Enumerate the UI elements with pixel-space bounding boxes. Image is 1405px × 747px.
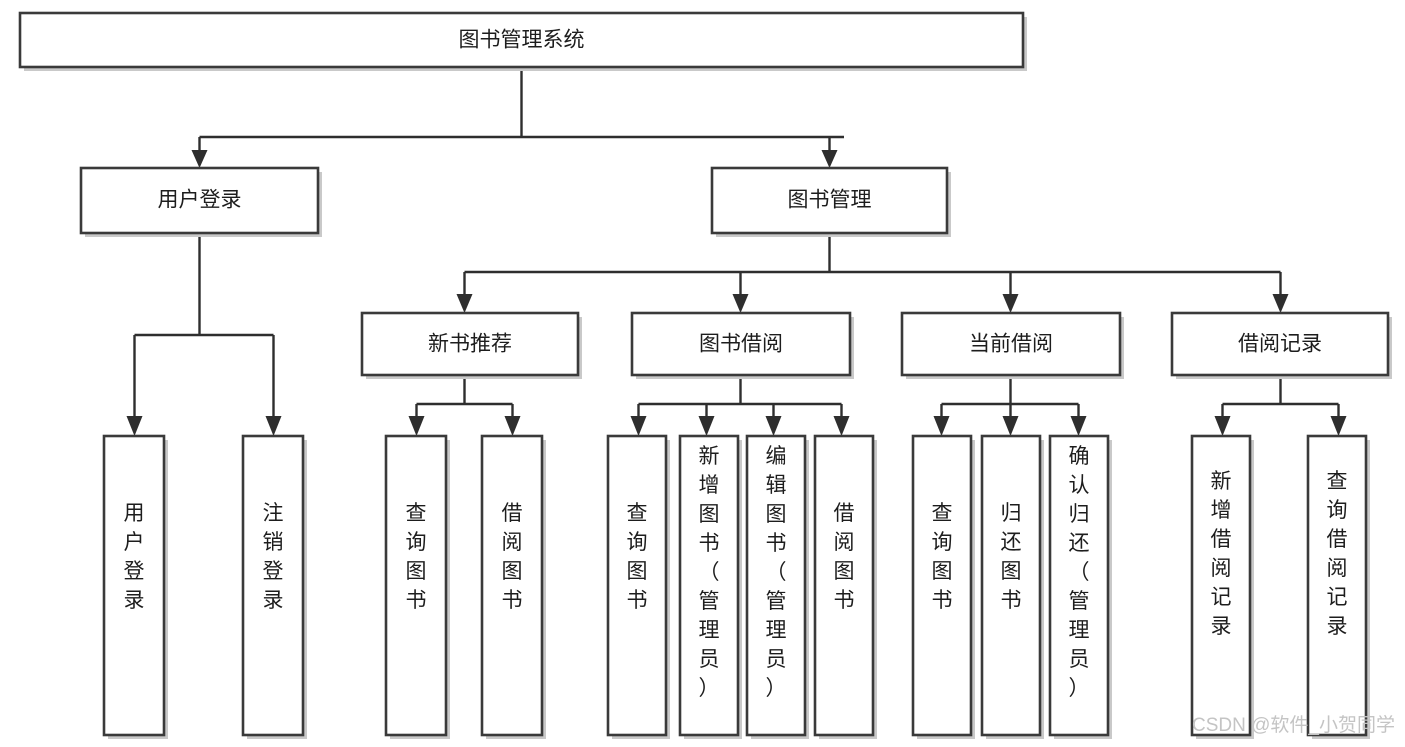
node-user-login-box[interactable] — [79, 166, 320, 235]
node-leaf-user-logout[interactable]: 注销登录 — [241, 434, 307, 739]
node-book-manage-label: 图书管理 — [788, 189, 872, 212]
node-leaf-borrow-book-1-box[interactable] — [480, 434, 544, 737]
node-leaf-borrow-book-1-label: 借阅图书 — [502, 502, 523, 612]
node-leaf-query-record-box[interactable] — [1306, 434, 1368, 737]
arrow-leaf-borrow-book-2 — [833, 416, 850, 436]
csdn-watermark: CSDN @软件_小贺同学 — [1192, 714, 1395, 736]
node-leaf-add-record[interactable]: 新增借阅记录 — [1190, 434, 1254, 739]
node-new-book-recommend-box[interactable] — [360, 311, 580, 377]
node-leaf-edit-book[interactable]: 编辑图书（管理员） — [745, 434, 809, 739]
node-leaf-query-book-3[interactable]: 查询图书 — [911, 434, 975, 739]
node-leaf-query-book-1[interactable]: 查询图书 — [384, 434, 450, 739]
arrow-leaf-add-record — [1214, 416, 1231, 436]
connector-layer — [126, 67, 1347, 436]
node-leaf-query-book-3-label: 查询图书 — [932, 502, 953, 612]
arrow-leaf-query-book-1 — [408, 416, 425, 436]
node-leaf-confirm-return[interactable]: 确认归还（管理员） — [1048, 434, 1112, 739]
arrow-to-book-manage — [821, 150, 838, 168]
arrow-to-new-book-recommend — [456, 294, 473, 313]
node-leaf-user-login-label: 用户登录 — [124, 502, 145, 612]
node-leaf-query-book-3-box[interactable] — [911, 434, 973, 737]
arrow-to-book-borrow — [732, 294, 749, 313]
node-leaf-add-book-label: 新增图书（管理员） — [699, 445, 720, 700]
node-leaf-user-login[interactable]: 用户登录 — [102, 434, 168, 739]
node-leaf-user-logout-label: 注销登录 — [263, 502, 284, 612]
node-leaf-query-book-1-box[interactable] — [384, 434, 448, 737]
node-book-manage-box[interactable] — [710, 166, 949, 235]
node-leaf-query-book-2-box[interactable] — [606, 434, 668, 737]
arrow-leaf-query-book-2 — [630, 416, 647, 436]
node-new-book-recommend-label: 新书推荐 — [428, 333, 512, 356]
node-borrow-record-box[interactable] — [1170, 311, 1390, 377]
node-borrow-record-label: 借阅记录 — [1238, 333, 1322, 356]
arrow-to-current-borrow — [1002, 294, 1019, 313]
node-leaf-query-book-2-label: 查询图书 — [627, 502, 648, 612]
arrow-leaf-edit-book — [765, 416, 782, 436]
node-leaf-add-record-label: 新增借阅记录 — [1211, 470, 1232, 638]
node-root-label: 图书管理系统 — [459, 29, 585, 52]
arrow-leaf-user-logout — [265, 416, 282, 436]
arrow-leaf-add-book — [698, 416, 715, 436]
arrow-to-borrow-record — [1272, 294, 1289, 313]
node-leaf-edit-book-box[interactable] — [745, 434, 807, 737]
node-leaf-borrow-book-2-label: 借阅图书 — [834, 502, 855, 612]
node-leaf-user-login-box[interactable] — [102, 434, 166, 737]
node-leaf-add-book[interactable]: 新增图书（管理员） — [678, 434, 742, 739]
arrow-leaf-query-record — [1330, 416, 1347, 436]
node-root-box[interactable] — [18, 11, 1025, 69]
node-leaf-edit-book-label: 编辑图书（管理员） — [766, 445, 787, 700]
node-leaf-user-logout-box[interactable] — [241, 434, 305, 737]
arrow-leaf-borrow-book-1 — [504, 416, 521, 436]
node-current-borrow[interactable]: 当前借阅 — [900, 311, 1124, 379]
node-user-login-label: 用户登录 — [158, 189, 242, 212]
arrow-leaf-return-book — [1002, 416, 1019, 436]
node-current-borrow-box[interactable] — [900, 311, 1122, 377]
arrow-leaf-query-book-3 — [933, 416, 950, 436]
node-leaf-return-book[interactable]: 归还图书 — [980, 434, 1044, 739]
arrow-leaf-confirm-return — [1070, 416, 1087, 436]
node-leaf-query-record-label: 查询借阅记录 — [1327, 470, 1348, 638]
node-leaf-query-book-1-label: 查询图书 — [406, 502, 427, 612]
node-leaf-query-book-2[interactable]: 查询图书 — [606, 434, 670, 739]
node-leaf-query-record[interactable]: 查询借阅记录 — [1306, 434, 1370, 739]
node-borrow-record[interactable]: 借阅记录 — [1170, 311, 1392, 379]
node-leaf-confirm-return-label: 确认归还（管理员） — [1069, 445, 1090, 700]
node-leaf-add-record-box[interactable] — [1190, 434, 1252, 737]
node-leaf-return-book-label: 归还图书 — [1001, 502, 1022, 612]
node-leaf-confirm-return-box[interactable] — [1048, 434, 1110, 737]
node-root[interactable]: 图书管理系统 — [18, 11, 1027, 71]
node-new-book-recommend[interactable]: 新书推荐 — [360, 311, 582, 379]
node-book-borrow-label: 图书借阅 — [699, 333, 783, 356]
node-book-manage[interactable]: 图书管理 — [710, 166, 951, 237]
node-current-borrow-label: 当前借阅 — [969, 333, 1053, 356]
node-leaf-add-book-box[interactable] — [678, 434, 740, 737]
node-leaf-borrow-book-2-box[interactable] — [813, 434, 875, 737]
arrow-leaf-user-login — [126, 416, 143, 436]
node-leaf-return-book-box[interactable] — [980, 434, 1042, 737]
node-leaf-borrow-book-1[interactable]: 借阅图书 — [480, 434, 546, 739]
node-user-login[interactable]: 用户登录 — [79, 166, 322, 237]
node-book-borrow[interactable]: 图书借阅 — [630, 311, 854, 379]
node-book-borrow-box[interactable] — [630, 311, 852, 377]
node-leaf-borrow-book-2[interactable]: 借阅图书 — [813, 434, 877, 739]
arrow-to-user-login — [191, 150, 208, 168]
